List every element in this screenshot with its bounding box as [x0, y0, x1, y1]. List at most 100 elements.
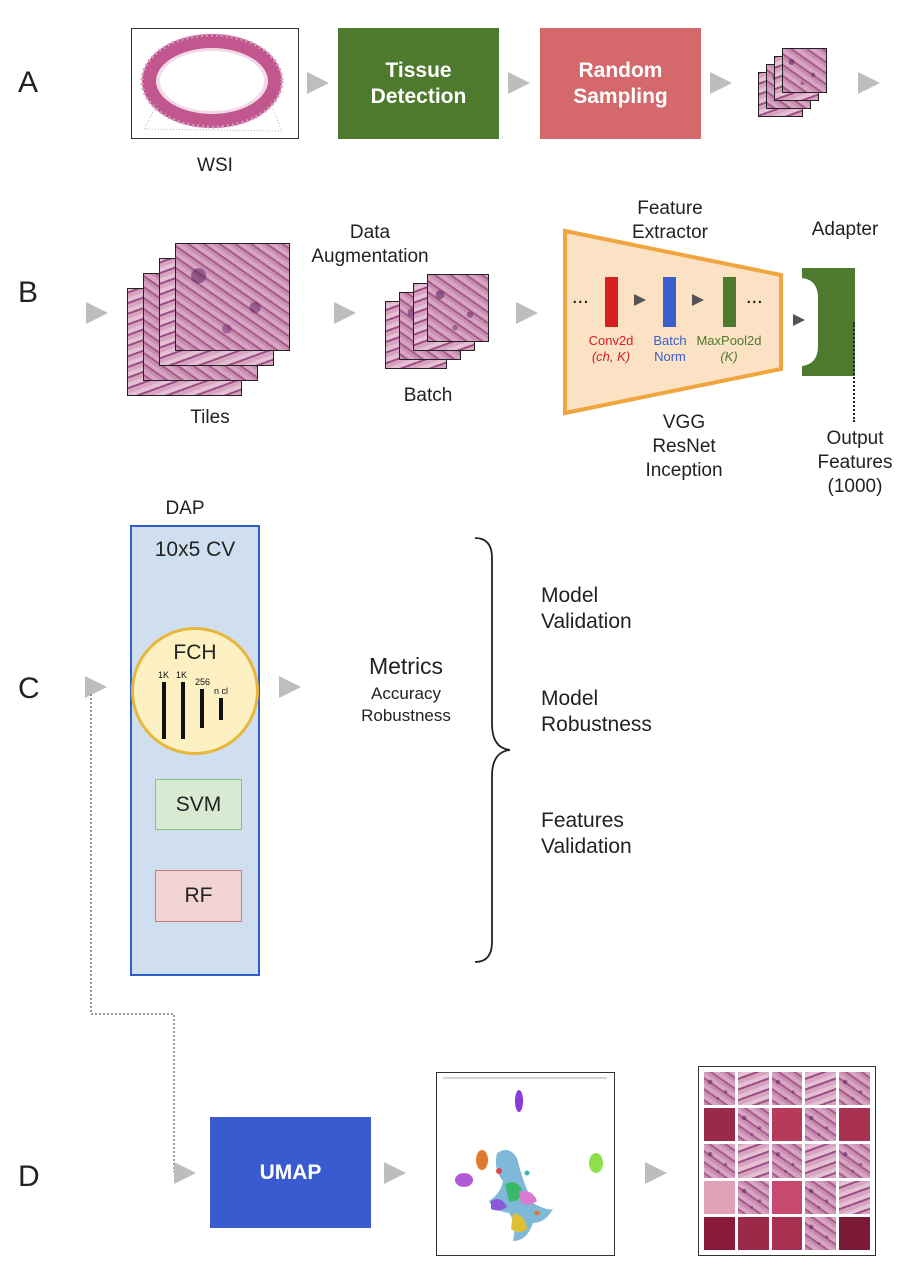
arrow-d0	[174, 1162, 196, 1184]
arrow-c0	[85, 676, 107, 698]
fch-layer-1-bar	[162, 682, 166, 739]
arrow-d2	[645, 1162, 667, 1184]
fch-layer-4-label: n cl	[214, 686, 229, 696]
umap-scatter	[443, 1077, 607, 1241]
curly-brace	[474, 537, 511, 963]
maxpool-layer-bar	[723, 277, 736, 327]
grid-tile	[839, 1216, 870, 1250]
outcome-features-validation: Features Validation	[541, 809, 632, 858]
outcome-model-validation: Model Validation	[541, 584, 632, 633]
fch-layer-3-bar	[200, 689, 204, 728]
row-label-b: B	[18, 276, 39, 309]
row-label-c: C	[18, 672, 40, 705]
grid-tile	[839, 1072, 870, 1106]
wsi-label: WSI	[197, 155, 233, 176]
arrow-b1	[334, 302, 356, 324]
adapter-label: Adapter	[811, 219, 879, 240]
conv2d-param: (ch, K)	[591, 349, 631, 364]
batch-label: Batch	[403, 385, 453, 406]
grid-tile	[771, 1216, 803, 1250]
arrow-layer-1	[634, 294, 646, 306]
conv2d-label: Conv2d (ch, K)	[580, 333, 642, 365]
fch-circle	[131, 627, 259, 755]
architectures-label: VGG ResNet Inception	[645, 412, 723, 481]
arrow-c1	[279, 676, 301, 698]
output-features-label: Output Features (1000)	[817, 428, 893, 497]
grid-tile	[839, 1180, 870, 1214]
outcome-model-robustness: Model Robustness	[541, 687, 652, 736]
extractor-ellipsis-right: ...	[746, 286, 763, 308]
adapter-shape	[802, 268, 855, 376]
conv2d-layer-bar	[605, 277, 618, 327]
grid-tile	[737, 1108, 769, 1142]
umap-plot	[436, 1072, 615, 1256]
grid-tile	[704, 1144, 735, 1178]
output-dotted-line	[853, 322, 855, 422]
tiles-label: Tiles	[190, 407, 230, 428]
batchnorm-label: Batch Norm	[653, 333, 687, 364]
augmentation-label: Data Augmentation	[311, 222, 429, 267]
tile-grid	[698, 1066, 876, 1256]
fch-label: FCH	[173, 641, 217, 664]
cv-label: 10x5 CV	[154, 538, 236, 561]
grid-tile	[771, 1108, 803, 1142]
fch-layer-4-bar	[219, 698, 223, 720]
fch-layer-2-bar	[181, 682, 185, 739]
arrow-layer-2	[692, 294, 704, 306]
maxpool-name: MaxPool2d	[696, 333, 762, 348]
random-sampling-box: Random Sampling	[540, 28, 701, 139]
arrow-a3	[710, 72, 732, 94]
arrow-a4	[858, 72, 880, 94]
rf-box: RF	[155, 870, 242, 922]
fch-layer-2-label: 1K	[176, 670, 188, 680]
svm-label: SVM	[175, 792, 222, 816]
conv2d-name: Conv2d	[588, 333, 634, 348]
batch-stack	[385, 274, 490, 372]
maxpool-param: (K)	[720, 349, 738, 364]
arrow-d1	[384, 1162, 406, 1184]
umap-box: UMAP	[210, 1117, 371, 1228]
grid-tile	[805, 1072, 837, 1106]
grid-tile	[805, 1216, 837, 1250]
extractor-ellipsis-left: ...	[572, 286, 589, 308]
grid-tile	[704, 1216, 735, 1250]
tiles-stack	[127, 243, 292, 398]
arrow-b2	[516, 302, 538, 324]
batchnorm-layer-bar	[663, 277, 676, 327]
grid-tile	[737, 1072, 769, 1106]
arrow-b0	[86, 302, 108, 324]
grid-tile	[737, 1216, 769, 1250]
grid-tile	[704, 1180, 735, 1214]
wsi-image	[131, 28, 299, 139]
row-label-a: A	[18, 66, 39, 99]
metrics-sub: Accuracy Robustness	[361, 684, 451, 725]
maxpool-label: MaxPool2d (K)	[690, 333, 768, 365]
grid-tile	[704, 1072, 735, 1106]
grid-tile	[704, 1108, 735, 1142]
grid-tile	[737, 1180, 769, 1214]
tissue-detection-box: Tissue Detection	[338, 28, 499, 139]
row-label-d: D	[18, 1160, 40, 1193]
arrow-a1	[307, 72, 329, 94]
grid-tile	[805, 1108, 837, 1142]
arrow-a2	[508, 72, 530, 94]
sampled-tiles-stack	[758, 48, 830, 120]
grid-tile	[771, 1180, 803, 1214]
grid-tile	[771, 1144, 803, 1178]
grid-tile	[805, 1144, 837, 1178]
c-to-d-dotted-connector	[90, 694, 175, 1172]
dap-label: DAP	[165, 498, 205, 519]
wsi-tissue-ring	[140, 33, 284, 132]
grid-tile	[737, 1144, 769, 1178]
metrics-title: Metrics	[368, 653, 444, 679]
grid-tile	[839, 1108, 870, 1142]
arrow-to-adapter	[793, 314, 805, 326]
grid-tile	[839, 1144, 870, 1178]
fch-layer-1-label: 1K	[158, 670, 170, 680]
grid-tile	[771, 1072, 803, 1106]
rf-label: RF	[184, 884, 213, 907]
grid-tile	[805, 1180, 837, 1214]
svm-box: SVM	[155, 779, 242, 830]
feature-extractor-label: Feature Extractor	[631, 198, 709, 243]
fch-layer-3-label: 256	[195, 677, 211, 687]
